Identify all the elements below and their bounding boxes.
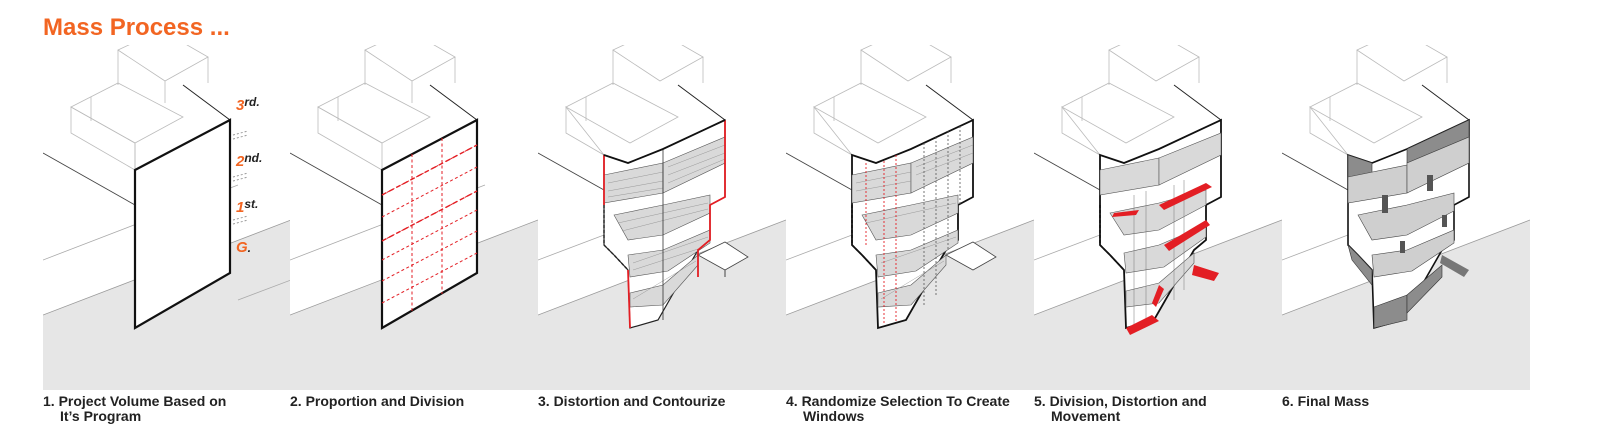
panel-6-drawing [1282, 45, 1530, 390]
caption-4-line2: Windows [803, 408, 865, 424]
panel-2-drawing [290, 45, 538, 390]
floor-label-1: 1st. [236, 197, 258, 216]
main-volume [380, 118, 479, 330]
panel-3-drawing [538, 45, 786, 390]
window-selection-lines [865, 155, 897, 325]
floor-label-2: 2nd. [235, 151, 262, 170]
red-contour [697, 120, 726, 277]
caption-2: 2. Proportion and Division [290, 394, 538, 409]
context-buildings [70, 45, 209, 171]
red-movement-slabs [1112, 183, 1219, 335]
caption-6-line1: 6. Final Mass [1282, 393, 1370, 409]
floor-label-3: 3rd. [236, 95, 260, 114]
caption-1: 1. Project Volume Based on It’s Program [43, 394, 291, 424]
panel-2-division [290, 45, 538, 390]
panel-4-drawing [786, 45, 1034, 390]
caption-5-line1: 5. Division, Distortion and [1034, 393, 1207, 409]
caption-1-line2: It’s Program [60, 408, 142, 424]
panel-1-drawing: 3rd. 2nd. 1st. G. [43, 45, 291, 390]
panel-6-final-mass [1282, 45, 1530, 390]
caption-4-line1: 4. Randomize Selection To Create [786, 393, 1010, 409]
caption-4: 4. Randomize Selection To Create Windows [786, 394, 1034, 424]
caption-5-line2: Movement [1051, 408, 1121, 424]
main-volume [133, 118, 232, 330]
panel-5-movement [1034, 45, 1282, 390]
panel-5-drawing [1034, 45, 1282, 390]
caption-2-line1: 2. Proportion and Division [290, 393, 465, 409]
caption-1-line1: 1. Project Volume Based on [43, 393, 227, 409]
panel-4-windows [786, 45, 1034, 390]
caption-3-line1: 3. Distortion and Contourize [538, 393, 726, 409]
floor-label-g: G. [236, 239, 251, 256]
caption-3: 3. Distortion and Contourize [538, 394, 786, 409]
page-title: Mass Process ... [43, 14, 230, 41]
panel-3-distortion [538, 45, 786, 390]
caption-5: 5. Division, Distortion and Movement [1034, 394, 1282, 424]
panel-1-volume: 3rd. 2nd. 1st. G. [43, 45, 291, 390]
caption-6: 6. Final Mass [1282, 394, 1530, 409]
